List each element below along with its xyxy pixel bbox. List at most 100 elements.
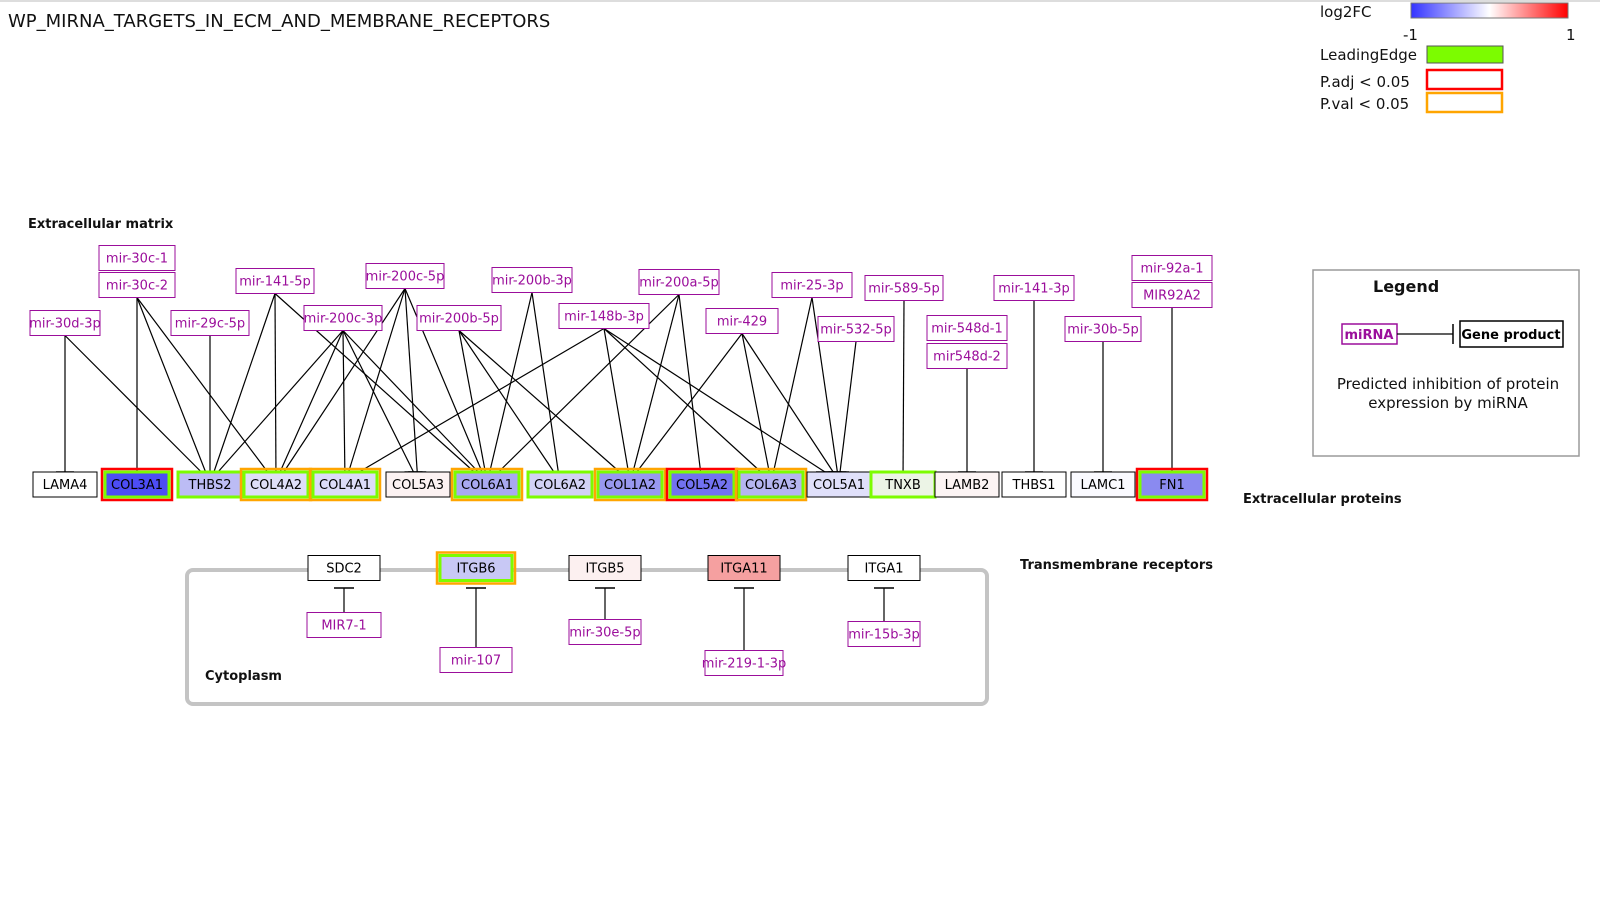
mirna-box: [306, 612, 382, 638]
mirna-node-mir-200c-3p[interactable]: mir-200c-3p: [303, 305, 383, 331]
gene-node-col1a2[interactable]: COL1A2: [593, 467, 667, 502]
gene-node-col6a1[interactable]: COL6A1: [450, 467, 524, 502]
pval-label: P.val < 0.05: [1320, 95, 1409, 113]
mirna-label: mir-107: [451, 654, 501, 669]
mirna-node-mir7-1[interactable]: MIR7-1: [306, 612, 382, 638]
gene-box: [707, 555, 781, 581]
gene-node-itgb5[interactable]: ITGB5: [568, 555, 642, 581]
mirna-label: mir-30c-2: [106, 279, 168, 294]
gene-box: [568, 555, 642, 581]
inhibition-edge: [902, 300, 905, 473]
mirna-node-mir-532-5p[interactable]: mir-532-5p: [817, 316, 895, 342]
gene-label: THBS2: [188, 478, 232, 493]
mirna-label: mir-548d-1: [931, 322, 1003, 337]
inhibition-edge: [489, 292, 533, 473]
significance-border: [100, 467, 174, 502]
mirna-node-mir-200b-5p[interactable]: mir-200b-5p: [416, 305, 502, 331]
mirna-node-mir-30c-2[interactable]: mir-30c-2: [98, 272, 176, 298]
gene-node-itga11[interactable]: ITGA11: [707, 555, 781, 581]
mirna-node-mir-589-5p[interactable]: mir-589-5p: [864, 275, 944, 301]
mirna-box: [1131, 255, 1213, 281]
significance-border: [435, 551, 517, 585]
padj-label: P.adj < 0.05: [1320, 73, 1410, 91]
mirna-node-mir-219-1-3p[interactable]: mir-219-1-3p: [702, 650, 786, 676]
mirna-box: [817, 316, 895, 342]
gene-label: COL6A1: [461, 478, 513, 493]
gene-box: [806, 471, 872, 498]
mirna-node-mir92a2[interactable]: MIR92A2: [1131, 282, 1213, 308]
gene-node-thbs1[interactable]: THBS1: [1001, 471, 1067, 498]
mirna-label: mir-30d-3p: [29, 317, 101, 332]
gene-node-col6a2[interactable]: COL6A2: [526, 470, 594, 499]
mirna-node-mir-429[interactable]: mir-429: [705, 308, 779, 334]
mirna-node-mir-92a-1[interactable]: mir-92a-1: [1131, 255, 1213, 281]
gene-node-tnxb[interactable]: TNXB: [869, 470, 937, 499]
mirna-node-mir-29c-5p[interactable]: mir-29c-5p: [170, 310, 250, 336]
legend-gene-label: Gene product: [1461, 328, 1560, 343]
gene-node-itga1[interactable]: ITGA1: [847, 555, 921, 581]
gene-node-col4a2[interactable]: COL4A2: [239, 467, 313, 502]
gene-node-fn1[interactable]: FN1: [1135, 467, 1209, 502]
inhibition-edge: [603, 328, 762, 473]
mirna-node-mir548d-2[interactable]: mir548d-2: [926, 343, 1008, 369]
mirna-label: mir-200b-3p: [492, 274, 572, 289]
gene-label: ITGB5: [585, 562, 624, 577]
mirna-node-mir-25-3p[interactable]: mir-25-3p: [771, 272, 853, 298]
gene-box: [438, 554, 514, 582]
gene-node-col4a1[interactable]: COL4A1: [308, 467, 382, 502]
gene-node-col3a1[interactable]: COL3A1: [100, 467, 174, 502]
mirna-node-mir-141-3p[interactable]: mir-141-3p: [993, 275, 1075, 301]
leading-edge-label: LeadingEdge: [1320, 46, 1417, 64]
gene-node-lamb2[interactable]: LAMB2: [934, 471, 1000, 498]
mirna-node-mir-30e-5p[interactable]: mir-30e-5p: [568, 619, 642, 645]
gene-node-col5a3[interactable]: COL5A3: [385, 471, 451, 498]
gene-node-itgb6[interactable]: ITGB6: [435, 551, 517, 585]
gene-node-thbs2[interactable]: THBS2: [176, 470, 244, 499]
mirna-box: [926, 315, 1008, 341]
gene-box: [668, 470, 736, 499]
inhibition-edge: [772, 297, 813, 473]
legend-frame: [1312, 269, 1580, 457]
significance-border: [450, 467, 524, 502]
gene-box: [311, 470, 379, 499]
gene-box: [596, 470, 664, 499]
gene-node-col5a1[interactable]: COL5A1: [806, 471, 872, 498]
mirna-node-mir-200b-3p[interactable]: mir-200b-3p: [491, 267, 573, 293]
mirna-node-mir-107[interactable]: mir-107: [439, 647, 513, 673]
mirna-label: mir-589-5p: [868, 282, 940, 297]
mirna-node-mir-548d-1[interactable]: mir-548d-1: [926, 315, 1008, 341]
mirna-node-mir-200a-5p[interactable]: mir-200a-5p: [638, 269, 720, 295]
inhibition-edge: [839, 341, 857, 473]
legend-box: Legend miRNA Gene product Predicted inhi…: [1312, 269, 1580, 457]
mirna-node-mir-30b-5p[interactable]: mir-30b-5p: [1064, 316, 1142, 342]
inhibition-edge: [632, 294, 680, 473]
gene-box: [847, 555, 921, 581]
gene-node-lamc1[interactable]: LAMC1: [1070, 471, 1136, 498]
gene-node-col5a2[interactable]: COL5A2: [665, 467, 739, 502]
mirna-label: mir-429: [717, 315, 767, 330]
legend-gene-box: [1459, 320, 1564, 348]
mirna-node-mir-30c-1[interactable]: mir-30c-1: [98, 245, 176, 271]
legend-title: Legend: [1373, 277, 1439, 296]
inhibition-edge: [136, 297, 207, 473]
significance-border: [593, 467, 667, 502]
mirna-label: mir-141-3p: [998, 282, 1070, 297]
mirna-box: [491, 267, 573, 293]
mirna-node-mir-200c-5p[interactable]: mir-200c-5p: [365, 263, 445, 289]
inhibition-edge: [531, 292, 559, 473]
mirna-box: [704, 650, 784, 676]
gene-label: LAMB2: [945, 478, 990, 493]
gene-box: [176, 470, 244, 499]
inhibition-edge: [603, 328, 630, 473]
gene-label: SDC2: [326, 562, 362, 577]
gene-node-col6a3[interactable]: COL6A3: [734, 467, 808, 502]
mirna-node-mir-141-5p[interactable]: mir-141-5p: [235, 268, 315, 294]
mirna-box: [98, 272, 176, 298]
gene-node-lama4[interactable]: LAMA4: [32, 471, 98, 498]
pathway-title: WP_MIRNA_TARGETS_IN_ECM_AND_MEMBRANE_REC…: [8, 11, 550, 32]
gene-node-sdc2[interactable]: SDC2: [307, 555, 381, 581]
mirna-node-mir-148b-3p[interactable]: mir-148b-3p: [558, 303, 650, 329]
mirna-node-mir-30d-3p[interactable]: mir-30d-3p: [29, 310, 101, 336]
mirna-node-mir-15b-3p[interactable]: mir-15b-3p: [847, 621, 921, 647]
mirna-label: mir548d-2: [933, 350, 1001, 365]
